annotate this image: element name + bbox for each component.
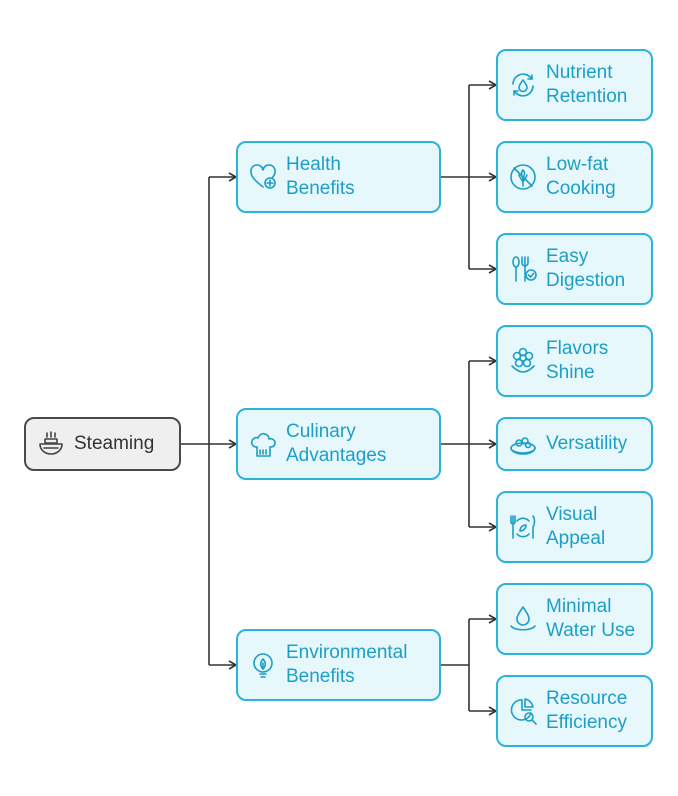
leaf-node-flavors-shine[interactable]: Flavors Shine <box>496 325 653 397</box>
fork-check-icon <box>506 252 540 286</box>
leaf-node-easy-digestion[interactable]: Easy Digestion <box>496 233 653 305</box>
leaf-node-visual-appeal[interactable]: Visual Appeal <box>496 491 653 563</box>
steamer-icon <box>34 427 68 461</box>
plate-leaf-icon <box>506 510 540 544</box>
leaf-bulb-icon <box>246 648 280 682</box>
leaf-label: Easy Digestion <box>546 246 626 291</box>
branch-label: Health Benefits <box>286 154 355 199</box>
branch-node-culinary-advantages[interactable]: Culinary Advantages <box>236 408 441 480</box>
no-fat-icon <box>506 160 540 194</box>
root-node-steaming[interactable]: Steaming <box>24 417 181 471</box>
leaf-node-nutrient-retention[interactable]: Nutrient Retention <box>496 49 653 121</box>
recycle-drop-icon <box>506 68 540 102</box>
leaf-label: Nutrient Retention <box>546 62 628 107</box>
heart-plus-icon <box>246 160 280 194</box>
food-bowl-icon <box>506 427 540 461</box>
branch-node-environmental-benefits[interactable]: Environmental Benefits <box>236 629 441 701</box>
resource-chart-icon <box>506 694 540 728</box>
branch-node-health-benefits[interactable]: Health Benefits <box>236 141 441 213</box>
leaf-label: Low-fat Cooking <box>546 154 616 199</box>
leaf-label: Minimal Water Use <box>546 596 636 641</box>
water-drop-icon <box>506 602 540 636</box>
leaf-label: Resource Efficiency <box>546 688 628 733</box>
root-label: Steaming <box>74 433 155 454</box>
leaf-label: Visual Appeal <box>546 504 606 549</box>
leaf-node-resource-efficiency[interactable]: Resource Efficiency <box>496 675 653 747</box>
branch-label: Environmental Benefits <box>286 642 408 687</box>
leaf-node-versatility[interactable]: Versatility <box>496 417 653 471</box>
leaf-node-low-fat-cooking[interactable]: Low-fat Cooking <box>496 141 653 213</box>
chef-hat-icon <box>246 427 280 461</box>
leaf-label: Versatility <box>546 433 628 454</box>
leaf-label: Flavors Shine <box>546 338 609 383</box>
branch-label: Culinary Advantages <box>286 421 387 466</box>
flower-icon <box>506 344 540 378</box>
leaf-node-minimal-water-use[interactable]: Minimal Water Use <box>496 583 653 655</box>
